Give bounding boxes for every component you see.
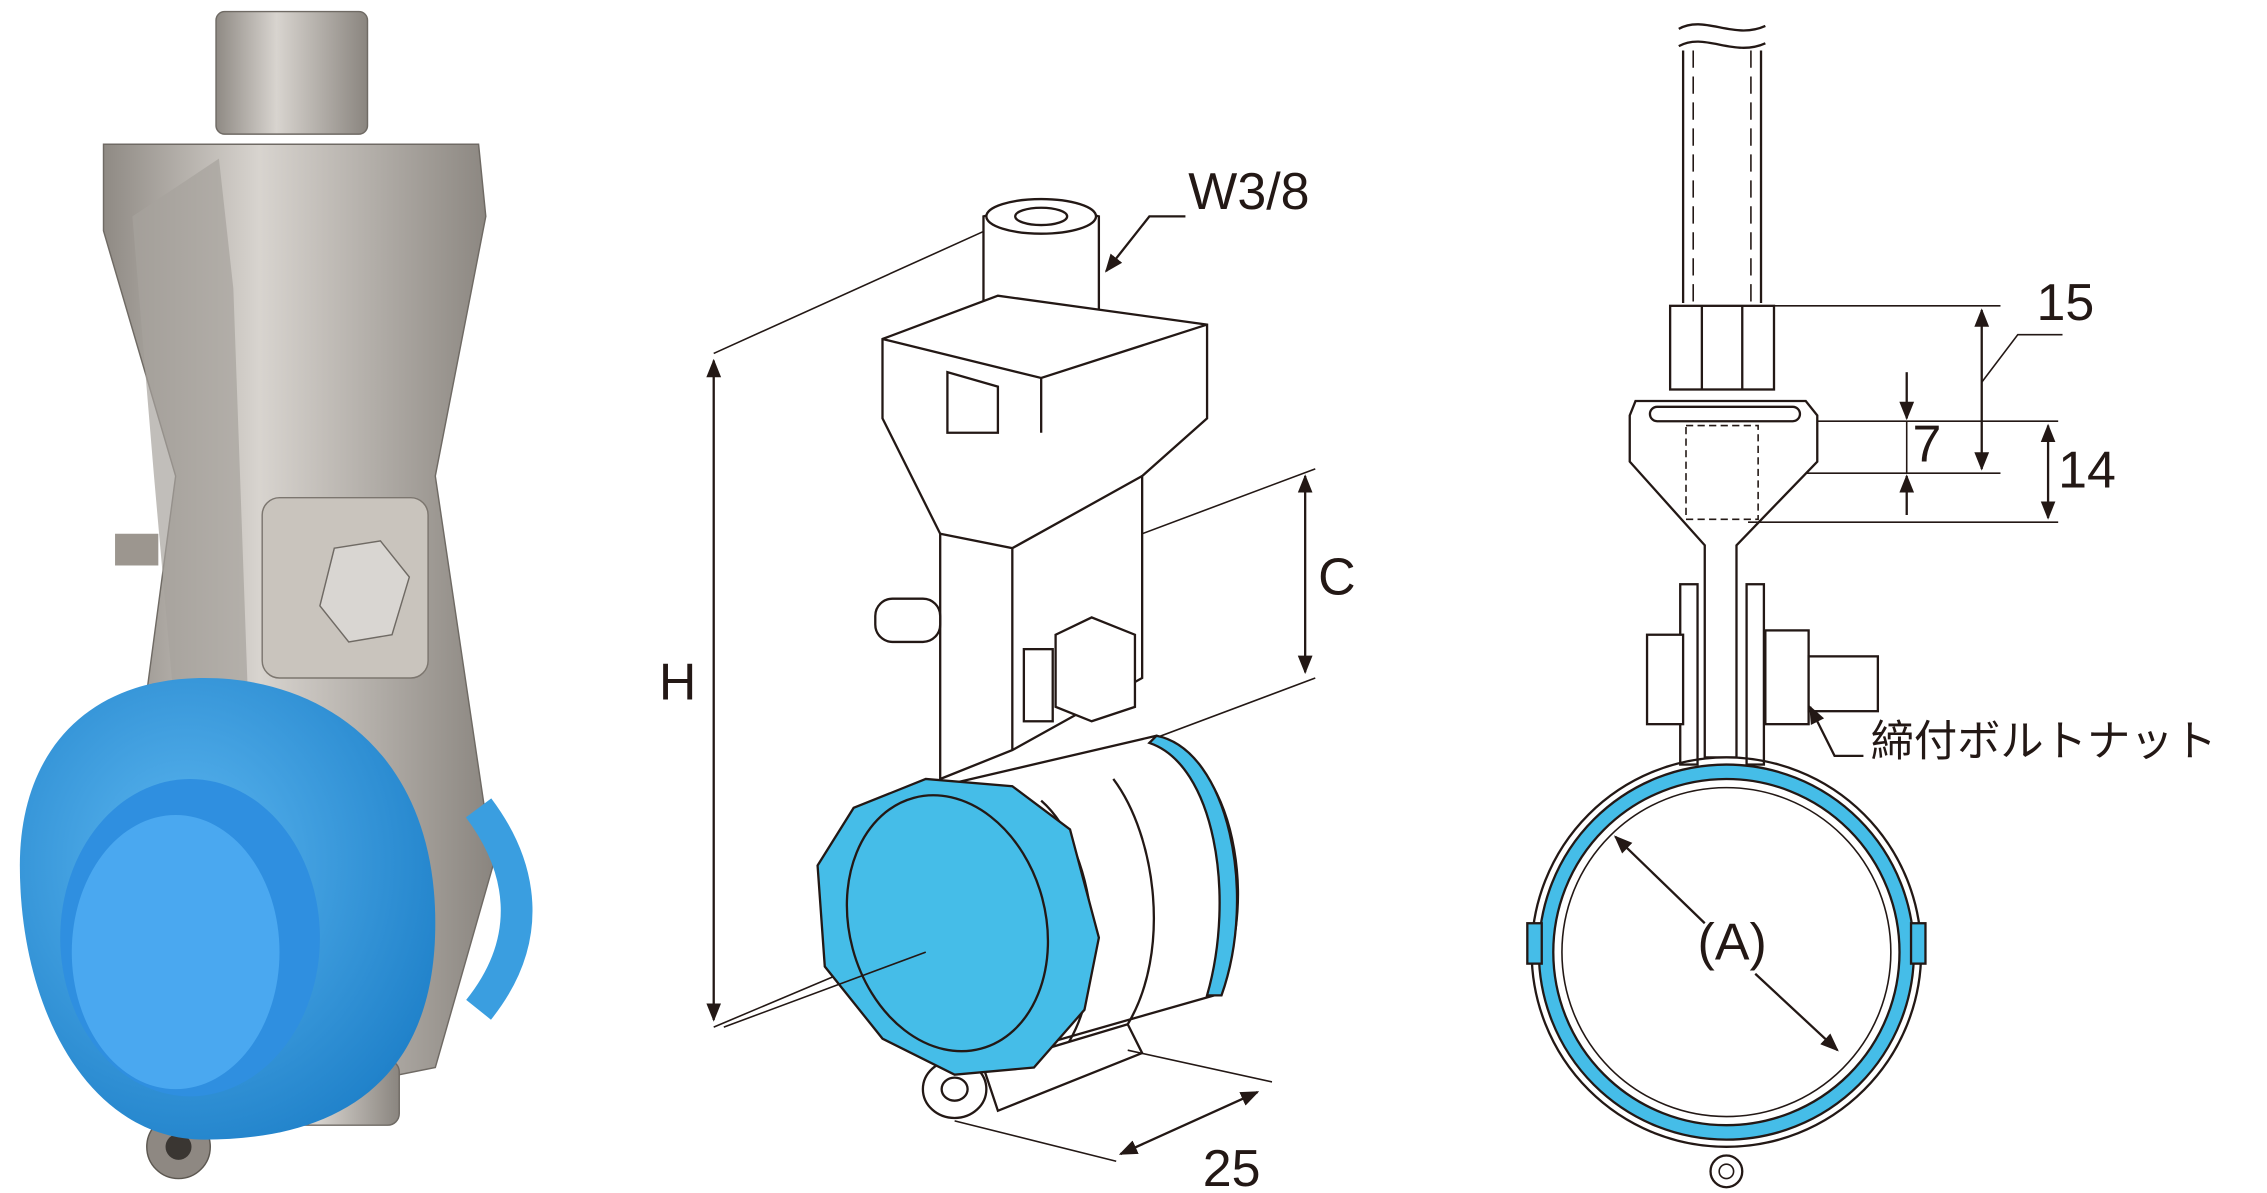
thread-leader	[1104, 215, 1186, 273]
label-width: 25	[1203, 1140, 1261, 1193]
label-pipe-diameter: (A)	[1698, 913, 1767, 971]
isometric-drawing: H C W3/8 25	[659, 163, 1356, 1193]
product-photo	[19, 10, 533, 1180]
label-bolt-nut: 締付ボルトナット	[1871, 717, 2217, 767]
label-height: H	[659, 654, 697, 712]
label-thread-size: W3/8	[1188, 163, 1309, 221]
front-view-drawing: 15 7 14 締付ボルトナット (A)	[1526, 23, 2217, 1189]
dimension-25-line	[1118, 1090, 1260, 1156]
label-clearance: C	[1318, 548, 1356, 606]
label-dim-slot: 7	[1912, 416, 1941, 474]
label-dim-top: 15	[2037, 274, 2095, 332]
label-dim-head: 14	[2058, 442, 2116, 500]
